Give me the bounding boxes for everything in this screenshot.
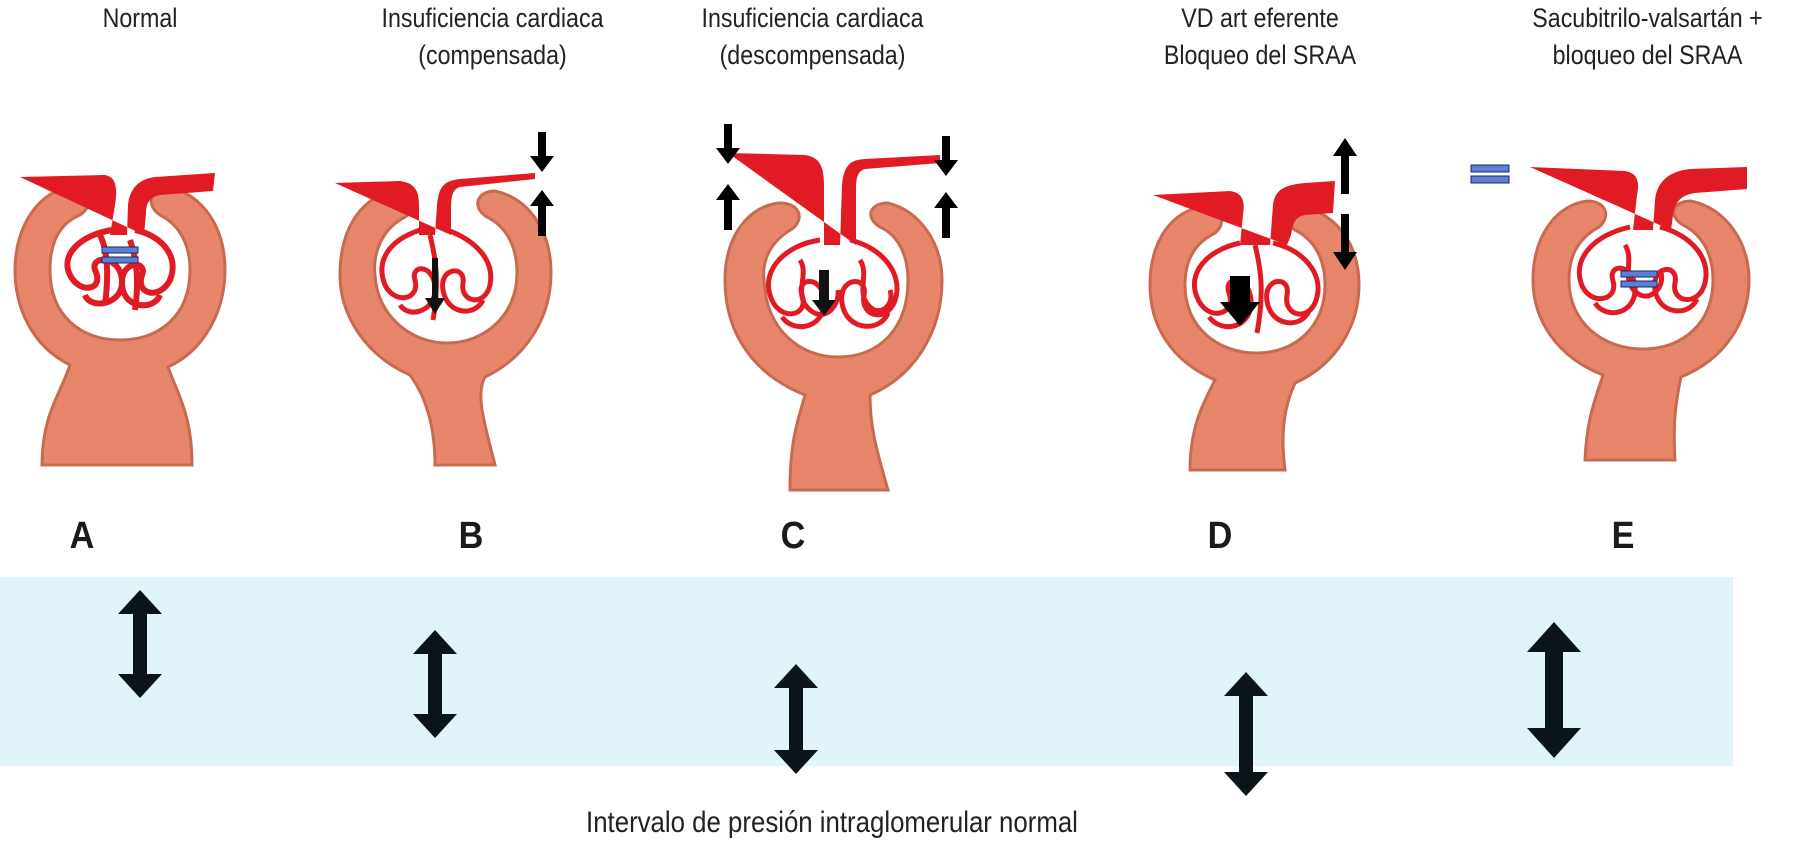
panel-b-glomerular-down-arrow-icon: [425, 258, 445, 314]
panel-a-title: Normal: [54, 0, 226, 37]
panel-c-title-line2: (descompensada): [719, 40, 906, 70]
panel-b-efferent-up-arrow-icon: [530, 190, 554, 236]
panel-d-down-arrow-icon: [1333, 214, 1357, 270]
normal-pressure-caption: Intervalo de presión intraglomerular nor…: [0, 806, 1793, 840]
panel-b-title: Insuficiencia cardiaca (compensada): [361, 0, 623, 74]
glomerulus-c: [723, 153, 944, 492]
panel-c-right-up-arrow-icon: [934, 192, 958, 238]
panel-d-label: D: [1207, 515, 1233, 557]
glomerulus-d: [1148, 181, 1361, 472]
panel-b-title-line1: Insuficiencia cardiaca: [381, 3, 604, 33]
panel-a-title-line1: Normal: [102, 3, 178, 33]
panel-c-title-line1: Insuficiencia cardiaca: [701, 3, 924, 33]
panel-c-title: Insuficiencia cardiaca (descompensada): [681, 0, 943, 74]
panel-b-afferent-down-arrow-icon: [530, 132, 554, 172]
normal-pressure-band: [0, 577, 1733, 766]
panel-c-glomerular-down-arrow-icon: [812, 270, 836, 316]
panel-c-right-down-arrow-icon: [934, 136, 958, 176]
panel-b-label: B: [458, 515, 484, 557]
panel-e-pressure-range-arrow-icon: [1527, 622, 1581, 758]
panel-d-glomerular-down-arrow-icon: [1220, 276, 1260, 326]
panel-c-left-down-arrow-icon: [716, 124, 740, 164]
panel-c-label: C: [780, 515, 806, 557]
panel-b-title-line2: (compensada): [418, 40, 567, 70]
glomerulus-e: [1530, 167, 1751, 462]
glomerulus-a: [13, 173, 227, 467]
panel-b-pressure-range-arrow-icon: [413, 630, 457, 738]
normal-pressure-caption-text: Intervalo de presión intraglomerular nor…: [585, 806, 1078, 839]
panel-e-title-line1: Sacubitrilo-valsartán +: [1532, 3, 1763, 33]
panel-d-title-line2: Bloqueo del SRAA: [1163, 40, 1357, 70]
panel-d-title: VD art eferente Bloqueo del SRAA: [1131, 0, 1389, 74]
panel-d-up-arrow-icon: [1333, 138, 1357, 194]
panel-e-title: Sacubitrilo-valsartán + bloqueo del SRAA: [1512, 0, 1783, 74]
panel-a-label: A: [69, 515, 95, 557]
panel-d-pressure-range-arrow-icon: [1224, 672, 1268, 796]
glomerulus-b: [335, 173, 553, 467]
panel-c-left-up-arrow-icon: [716, 184, 740, 230]
panel-d-title-line1: VD art eferente: [1181, 3, 1339, 33]
panel-e-label: E: [1611, 515, 1635, 557]
panel-a-pressure-range-arrow-icon: [118, 590, 162, 698]
panel-e-title-line2: bloqueo del SRAA: [1552, 40, 1743, 70]
panel-e-equal-sign-icon: [1470, 164, 1510, 184]
panel-c-pressure-range-arrow-icon: [774, 664, 818, 774]
